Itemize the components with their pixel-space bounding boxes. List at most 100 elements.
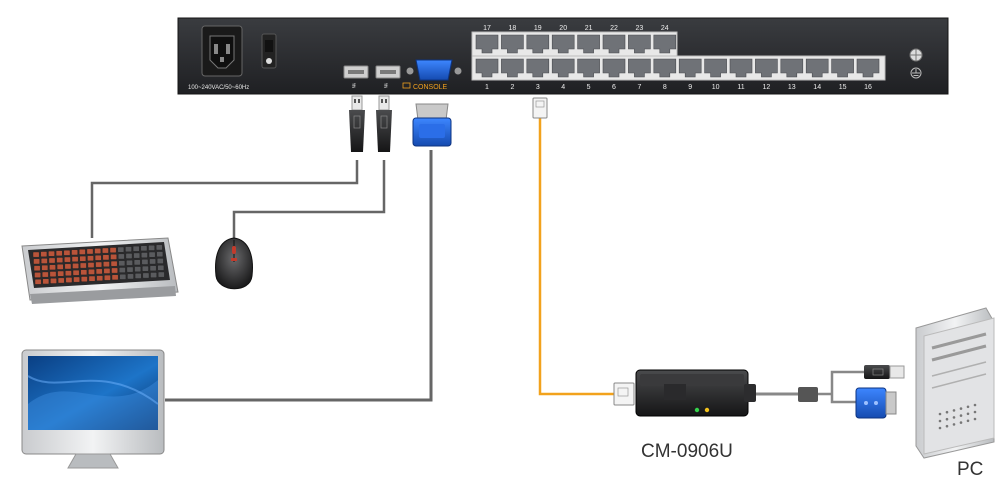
rj45-port-20: 20 xyxy=(551,25,575,54)
keyboard-key xyxy=(87,255,94,262)
port-number-label: 24 xyxy=(661,25,669,32)
vent-hole xyxy=(973,417,977,421)
keyboard-key xyxy=(150,272,157,278)
keyboard-key xyxy=(102,247,109,254)
keyboard-key xyxy=(133,252,141,259)
vga-plug-monitor xyxy=(412,103,452,147)
keyboard-key xyxy=(103,268,111,274)
keyboard-key xyxy=(157,265,165,271)
keyboard-key xyxy=(88,275,96,282)
keyboard-key xyxy=(34,279,42,285)
port-number-label: 17 xyxy=(483,25,491,32)
rj45-port-18: 18 xyxy=(501,25,524,54)
port-number-label: 16 xyxy=(864,84,872,91)
port-number-label: 23 xyxy=(636,25,644,32)
keyboard-key xyxy=(64,263,72,270)
vent-hole xyxy=(945,410,949,414)
usb-plug-mouse xyxy=(376,95,392,152)
keyboard-key xyxy=(79,255,87,262)
port-number-label: 9 xyxy=(688,84,692,91)
usb-icon: ⭿ xyxy=(384,84,388,90)
vga-plug-pc xyxy=(855,387,897,419)
keyboard-key xyxy=(55,250,63,257)
keyboard-key xyxy=(49,264,56,271)
keyboard-key xyxy=(111,267,118,274)
port-number-label: 22 xyxy=(610,25,618,32)
port-number-label: 1 xyxy=(485,84,489,91)
keyboard-key xyxy=(141,259,149,265)
monitor-small-icon xyxy=(402,82,411,89)
mouse-icon xyxy=(215,237,253,290)
rj45-port-12: 12 xyxy=(755,58,778,91)
keyboard-key xyxy=(141,252,148,258)
keyboard-key xyxy=(142,272,150,279)
port-number-label: 12 xyxy=(763,84,771,91)
led-green-icon xyxy=(694,407,700,413)
usb-plug-pc xyxy=(864,365,905,379)
keyboard-key xyxy=(56,264,64,270)
keyboard-key xyxy=(64,256,71,263)
keyboard-key xyxy=(134,266,142,272)
keyboard-key xyxy=(65,270,72,277)
keyboard-key xyxy=(117,246,125,253)
vent-hole xyxy=(945,424,949,428)
keyboard-key xyxy=(140,245,148,252)
keyboard-key xyxy=(95,268,103,275)
keyboard-key xyxy=(109,247,117,253)
keyboard-key xyxy=(95,261,102,268)
ground-screw-icon xyxy=(909,48,923,62)
keyboard-key xyxy=(79,262,87,269)
cat5-cable xyxy=(538,118,614,396)
vent-hole xyxy=(959,421,963,424)
keyboard-key xyxy=(156,251,164,258)
keyboard-key xyxy=(125,246,132,253)
keyboard-key xyxy=(134,273,142,279)
vent-hole xyxy=(952,416,956,419)
keyboard-key xyxy=(155,244,163,251)
led-yellow-icon xyxy=(704,407,710,413)
port-number-label: 19 xyxy=(534,25,542,32)
keyboard-key xyxy=(119,274,127,280)
keyboard-key xyxy=(102,254,110,261)
keyboard-key xyxy=(104,274,111,281)
keyboard-key xyxy=(42,271,49,278)
port-number-label: 3 xyxy=(536,84,540,91)
keyboard-key xyxy=(118,260,126,267)
usb-port-1: ⭿ xyxy=(343,65,369,90)
rj45-port-22: 22 xyxy=(602,25,626,54)
keyboard-key xyxy=(87,262,95,268)
port-number-label: 21 xyxy=(585,25,593,32)
port-number-label: 15 xyxy=(839,84,847,91)
adapter-model-label: CM-0906U xyxy=(641,441,733,462)
cm-0906u-adapter xyxy=(635,369,756,417)
console-label: CONSOLE xyxy=(413,84,448,91)
port-number-label: 7 xyxy=(637,84,641,91)
keyboard-key xyxy=(94,248,101,254)
vent-hole xyxy=(952,423,956,426)
keyboard-key xyxy=(56,257,63,263)
keyboard-key xyxy=(40,251,48,257)
keyboard-key xyxy=(148,245,155,251)
keyboard-key xyxy=(110,254,117,260)
rj45-port-21: 21 xyxy=(577,25,600,54)
vent-hole xyxy=(959,414,963,417)
rj45-port-1: 1 xyxy=(475,58,499,91)
rj45-port-6: 6 xyxy=(602,58,626,91)
power-label: 100~240VAC/50~60Hz xyxy=(188,85,249,91)
keyboard-key xyxy=(42,278,50,285)
keyboard-key xyxy=(78,249,86,255)
keyboard-key xyxy=(71,256,79,262)
port-number-label: 4 xyxy=(561,84,565,91)
keyboard-key xyxy=(110,260,118,267)
rj45-port-11: 11 xyxy=(729,58,753,91)
rj45-port-17: 17 xyxy=(475,25,499,54)
vent-hole xyxy=(938,419,942,423)
port-number-label: 6 xyxy=(612,84,616,91)
keyboard-key xyxy=(41,258,48,264)
keyboard-key xyxy=(50,278,57,284)
monitor-cable xyxy=(165,150,433,402)
keyboard-key xyxy=(125,253,133,259)
vent-hole xyxy=(966,419,970,423)
